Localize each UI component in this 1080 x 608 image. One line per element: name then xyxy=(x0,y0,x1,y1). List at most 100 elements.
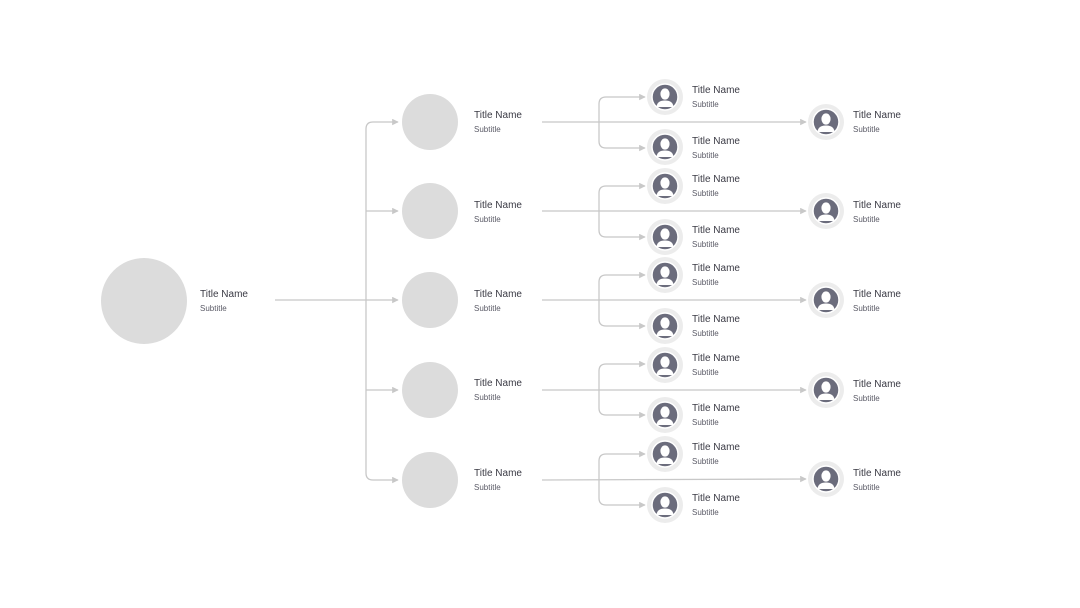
node-title: Title Name xyxy=(474,200,522,211)
child-node-label: Title Name Subtitle xyxy=(692,442,740,467)
branch-node-circle xyxy=(402,272,458,328)
leaf-node-label: Title Name Subtitle xyxy=(853,289,901,314)
child-connector xyxy=(598,93,646,105)
child-node-label: Title Name Subtitle xyxy=(692,314,740,339)
node-title: Title Name xyxy=(692,85,740,96)
node-title: Title Name xyxy=(853,200,901,211)
root-node-label: Title Name Subtitle xyxy=(200,289,248,314)
child-node-label: Title Name Subtitle xyxy=(692,493,740,518)
branch-node-circle xyxy=(402,183,458,239)
node-subtitle: Subtitle xyxy=(692,278,719,287)
branch-node-label: Title Name Subtitle xyxy=(474,200,522,225)
node-subtitle: Subtitle xyxy=(853,394,880,403)
node-subtitle: Subtitle xyxy=(692,240,719,249)
user-avatar-icon xyxy=(812,197,840,225)
user-avatar-icon xyxy=(651,223,679,251)
child-avatar xyxy=(647,436,683,472)
node-title: Title Name xyxy=(692,136,740,147)
node-subtitle: Subtitle xyxy=(200,304,227,313)
user-avatar-icon xyxy=(651,133,679,161)
node-title: Title Name xyxy=(692,314,740,325)
node-subtitle: Subtitle xyxy=(474,393,501,402)
node-subtitle: Subtitle xyxy=(692,508,719,517)
leaf-avatar xyxy=(808,461,844,497)
leaf-node-label: Title Name Subtitle xyxy=(853,110,901,135)
node-title: Title Name xyxy=(692,353,740,364)
branch-node-label: Title Name Subtitle xyxy=(474,378,522,403)
node-subtitle: Subtitle xyxy=(853,125,880,134)
node-title: Title Name xyxy=(692,442,740,453)
node-title: Title Name xyxy=(692,225,740,236)
child-avatar xyxy=(647,308,683,344)
node-title: Title Name xyxy=(692,174,740,185)
node-title: Title Name xyxy=(474,289,522,300)
user-avatar-icon xyxy=(651,491,679,519)
user-avatar-icon xyxy=(651,401,679,429)
node-subtitle: Subtitle xyxy=(474,483,501,492)
node-title: Title Name xyxy=(853,289,901,300)
node-title: Title Name xyxy=(692,403,740,414)
child-avatar xyxy=(647,129,683,165)
branch-node-circle xyxy=(402,94,458,150)
child-avatar xyxy=(647,219,683,255)
branch-node-circle xyxy=(402,452,458,508)
node-title: Title Name xyxy=(692,263,740,274)
node-subtitle: Subtitle xyxy=(692,189,719,198)
child-connector xyxy=(598,229,646,241)
node-subtitle: Subtitle xyxy=(474,125,501,134)
child-connector xyxy=(598,140,646,152)
node-subtitle: Subtitle xyxy=(692,368,719,377)
child-avatar xyxy=(647,79,683,115)
node-title: Title Name xyxy=(200,289,248,300)
node-title: Title Name xyxy=(692,493,740,504)
user-avatar-icon xyxy=(812,286,840,314)
child-node-label: Title Name Subtitle xyxy=(692,136,740,161)
branch-connector xyxy=(365,118,399,130)
branch-connector xyxy=(365,472,399,484)
branch-node-label: Title Name Subtitle xyxy=(474,289,522,314)
child-node-label: Title Name Subtitle xyxy=(692,174,740,199)
node-subtitle: Subtitle xyxy=(474,304,501,313)
user-avatar-icon xyxy=(651,83,679,111)
child-node-label: Title Name Subtitle xyxy=(692,353,740,378)
node-subtitle: Subtitle xyxy=(692,418,719,427)
child-avatar xyxy=(647,168,683,204)
leaf-avatar xyxy=(808,193,844,229)
child-connector xyxy=(598,271,646,283)
child-avatar xyxy=(647,347,683,383)
user-avatar-icon xyxy=(651,261,679,289)
child-avatar xyxy=(647,397,683,433)
node-title: Title Name xyxy=(474,110,522,121)
user-avatar-icon xyxy=(812,376,840,404)
child-node-label: Title Name Subtitle xyxy=(692,403,740,428)
node-subtitle: Subtitle xyxy=(474,215,501,224)
child-connector xyxy=(598,407,646,419)
user-avatar-icon xyxy=(651,172,679,200)
user-avatar-icon xyxy=(651,440,679,468)
leaf-node-label: Title Name Subtitle xyxy=(853,468,901,493)
node-title: Title Name xyxy=(853,379,901,390)
child-connector xyxy=(598,450,646,462)
child-connector xyxy=(598,360,646,372)
node-subtitle: Subtitle xyxy=(853,215,880,224)
child-node-label: Title Name Subtitle xyxy=(692,85,740,110)
child-connector xyxy=(598,318,646,330)
node-subtitle: Subtitle xyxy=(853,483,880,492)
child-avatar xyxy=(647,257,683,293)
node-subtitle: Subtitle xyxy=(692,457,719,466)
node-subtitle: Subtitle xyxy=(692,329,719,338)
leaf-node-label: Title Name Subtitle xyxy=(853,200,901,225)
leaf-avatar xyxy=(808,372,844,408)
leaf-connector xyxy=(541,475,807,483)
user-avatar-icon xyxy=(812,465,840,493)
leaf-node-label: Title Name Subtitle xyxy=(853,379,901,404)
leaf-avatar xyxy=(808,282,844,318)
user-avatar-icon xyxy=(812,108,840,136)
child-connector xyxy=(598,182,646,194)
child-avatar xyxy=(647,487,683,523)
leaf-avatar xyxy=(808,104,844,140)
child-connector xyxy=(598,497,646,509)
root-node-circle xyxy=(101,258,187,344)
